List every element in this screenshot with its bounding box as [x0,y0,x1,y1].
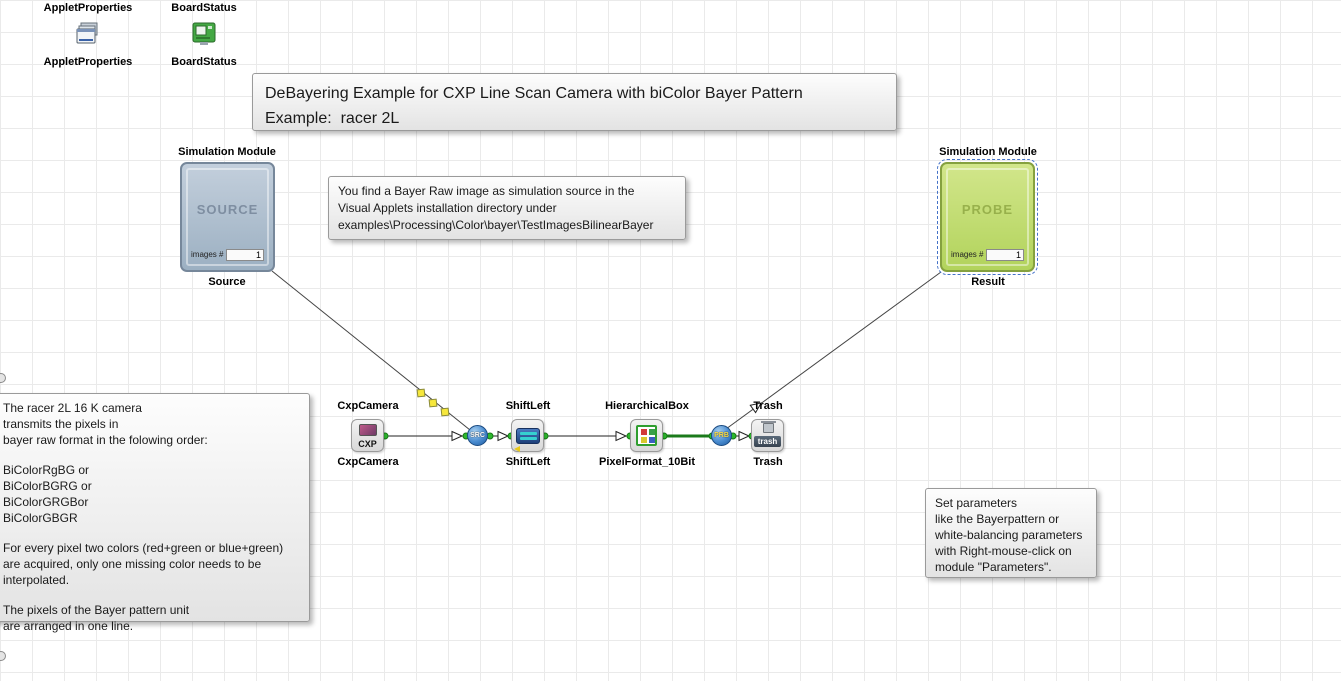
shift-device-icon [516,428,540,444]
src-ball-label: SRC [470,432,485,439]
result-module-caption: Result [971,276,1005,288]
result-module-frame: PROBE images # 1 [946,168,1029,266]
sim-note-line-1: You find a Bayer Raw image as simulation… [338,184,635,198]
hierarchical-box-icon [636,425,657,446]
shift-left-node[interactable] [511,419,544,452]
layered-windows-icon [76,22,98,44]
camera-note-line: are arranged in one line. [3,619,134,633]
camera-note-line: BiColorGBGR [3,511,78,525]
camera-note-line: For every pixel two colors (red+green or… [3,541,284,555]
applet-properties-icon[interactable] [74,20,102,48]
trash-bottom-label: Trash [753,456,783,468]
src-probe-ball[interactable]: SRC [467,425,488,446]
params-note-line: with Right-mouse-click on [935,544,1072,558]
source-images-count[interactable]: 1 [226,248,264,261]
edge-pin-top [0,373,6,383]
camera-note-line: The pixels of the Bayer pattern unit [3,603,190,617]
simulation-source-module[interactable]: SOURCE images # 1 [180,162,275,272]
source-module-frame: SOURCE images # 1 [186,168,269,266]
camera-note-line: BiColorGRGBor [3,495,89,509]
hierarchical-box-node[interactable] [630,419,663,452]
cxp-icon-text: CXP [358,439,377,449]
camera-note-line: bayer raw format in the folowing order: [3,433,208,447]
trash-lid-icon [761,421,776,423]
cxp-camera-top-label: CxpCamera [337,400,399,412]
board-status-bottom-label: BoardStatus [171,56,237,68]
shift-left-bottom-label: ShiftLeft [505,456,551,468]
camera-note-line: transmits the pixels in [3,417,119,431]
camera-note-line: are acquired, only one missing color nee… [3,557,262,587]
sim-note-line-3: examples\Processing\Color\bayer\TestImag… [338,218,654,232]
circuit-board-icon [192,22,216,45]
params-note-line: white-balancing parameters [935,528,1083,542]
simulation-result-module[interactable]: PROBE images # 1 [937,159,1038,275]
camera-note-line: The racer 2L 16 K camera [3,401,142,415]
title-line-2: Example: racer 2L [265,110,400,127]
result-images-count[interactable]: 1 [986,248,1024,261]
trash-can-icon [763,423,774,433]
parameters-note[interactable]: Set parameters like the Bayerpattern or … [925,488,1097,578]
params-note-line: Set parameters [935,496,1018,510]
params-note-line: like the Bayerpattern or [935,512,1060,526]
source-images-footer: images # 1 [191,248,264,261]
cxp-camera-node[interactable]: CXP [351,419,384,452]
result-images-footer: images # 1 [951,248,1024,261]
sim-note-line-2: Visual Applets installation directory un… [338,201,557,215]
link-prb-to-result[interactable] [725,271,942,430]
camera-note-line: BiColorRgBG or [3,463,90,477]
trash-top-label: Trash [753,400,783,412]
params-note-line: module "Parameters". [935,560,1052,574]
source-watermark: SOURCE [196,202,259,217]
hierarchical-box-bottom-label: PixelFormat_10Bit [599,456,695,468]
trash-icon-text: trash [754,436,781,447]
prb-ball-label: PRB [714,432,729,439]
camera-note-line: BiColorBGRG or [3,479,92,493]
link-arrowheads [451,402,763,442]
source-images-label: images # [191,250,224,259]
title-line-1: DeBayering Example for CXP Line Scan Cam… [265,85,803,102]
result-images-label: images # [951,250,984,259]
source-module-header: Simulation Module [178,146,276,158]
board-status-icon[interactable] [190,20,218,48]
board-status-top-label: BoardStatus [171,2,237,14]
applet-properties-bottom-label: AppletProperties [43,56,133,68]
cxp-camera-bottom-label: CxpCamera [337,456,399,468]
title-note[interactable]: DeBayering Example for CXP Line Scan Cam… [252,73,897,131]
hierarchical-box-top-label: HierarchicalBox [605,400,689,412]
edge-pin-bottom [0,651,6,661]
trash-node[interactable]: trash [751,419,784,452]
shift-left-top-label: ShiftLeft [505,400,551,412]
camera-info-note[interactable]: The racer 2L 16 K camera transmits the p… [0,393,310,633]
result-module-header: Simulation Module [939,146,1037,158]
applet-properties-top-label: AppletProperties [43,2,133,14]
prb-probe-ball[interactable]: PRB [711,425,732,446]
source-module-caption: Source [208,276,246,288]
result-watermark: PROBE [961,202,1014,217]
left-arrow-icon [514,446,520,452]
yellow-diamond-markers [416,388,450,417]
camera-image-icon [359,424,377,436]
simulation-source-note[interactable]: You find a Bayer Raw image as simulation… [328,176,686,240]
